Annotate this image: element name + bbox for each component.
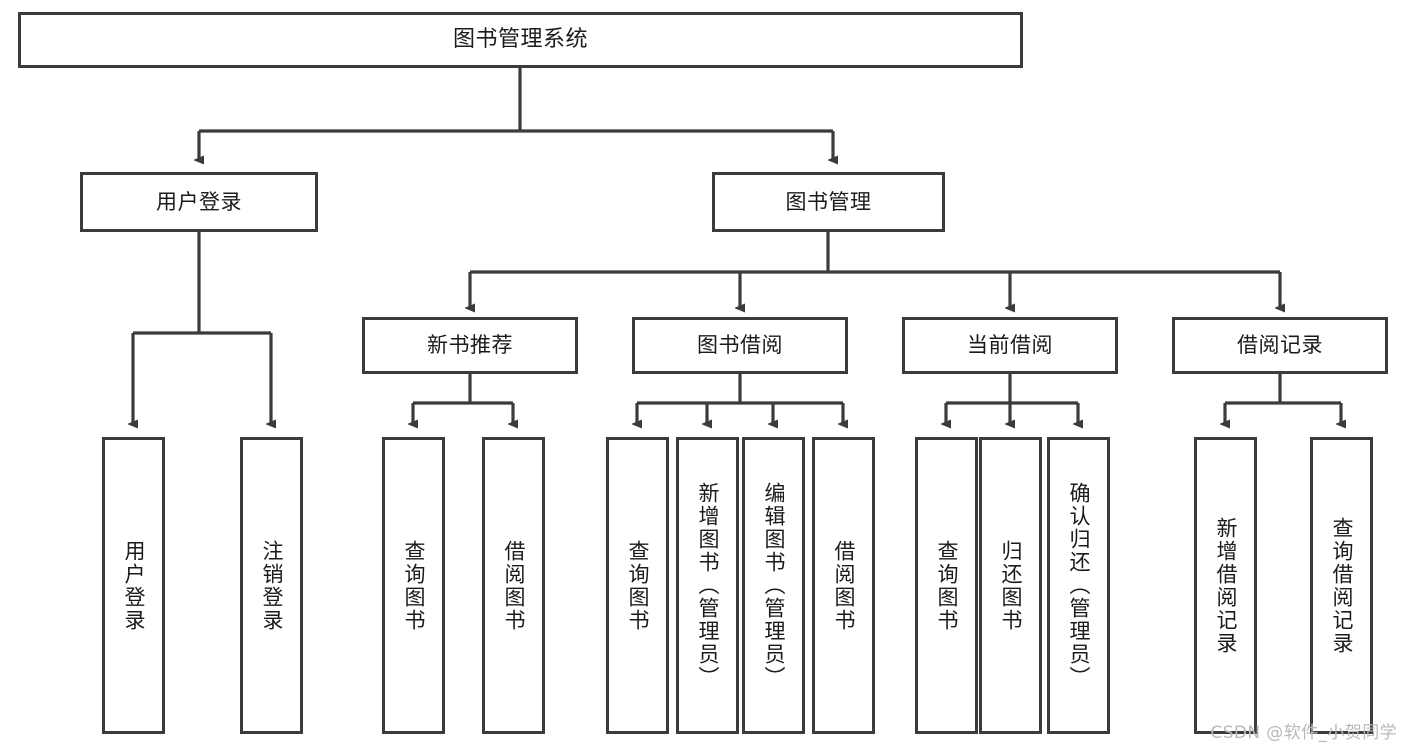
node-label: 编辑图书（管理员） <box>762 482 786 689</box>
node-label: 确认归还（管理员） <box>1067 482 1091 689</box>
node-borrow-record[interactable]: 借阅记录 <box>1172 317 1388 374</box>
node-label: 新书推荐 <box>427 333 513 358</box>
node-label: 归还图书 <box>999 539 1023 632</box>
node-label: 新增图书（管理员） <box>696 482 720 689</box>
leaf-book-borrow-query-book[interactable]: 查询图书 <box>606 437 669 734</box>
node-label: 用户登录 <box>122 539 146 632</box>
node-book-borrow[interactable]: 图书借阅 <box>632 317 848 374</box>
node-label: 借阅图书 <box>502 539 526 632</box>
node-label: 图书借阅 <box>697 333 783 358</box>
leaf-new-book-borrow-book[interactable]: 借阅图书 <box>482 437 545 734</box>
node-label: 图书管理 <box>785 189 872 214</box>
leaf-borrow-record-query-record[interactable]: 查询借阅记录 <box>1310 437 1373 734</box>
leaf-current-borrow-query-book[interactable]: 查询图书 <box>915 437 978 734</box>
leaf-book-borrow-add-book-admin[interactable]: 新增图书（管理员） <box>676 437 739 734</box>
leaf-user-login-login[interactable]: 用户登录 <box>102 437 165 734</box>
node-new-book-recommend[interactable]: 新书推荐 <box>362 317 578 374</box>
leaf-borrow-record-add-record[interactable]: 新增借阅记录 <box>1194 437 1257 734</box>
node-label: 新增借阅记录 <box>1214 516 1238 655</box>
node-label: 查询图书 <box>935 539 959 632</box>
node-label: 查询图书 <box>402 539 426 632</box>
node-label: 注销登录 <box>260 539 284 632</box>
leaf-book-borrow-borrow-book[interactable]: 借阅图书 <box>812 437 875 734</box>
node-label: 图书管理系统 <box>452 27 588 53</box>
node-user-login[interactable]: 用户登录 <box>80 172 318 232</box>
leaf-current-borrow-confirm-return-admin[interactable]: 确认归还（管理员） <box>1047 437 1110 734</box>
node-label: 查询借阅记录 <box>1330 516 1354 655</box>
node-label: 用户登录 <box>156 189 242 214</box>
leaf-new-book-query-book[interactable]: 查询图书 <box>382 437 445 734</box>
node-label: 当前借阅 <box>967 333 1053 358</box>
node-label: 查询图书 <box>626 539 650 632</box>
node-label: 借阅记录 <box>1237 333 1323 358</box>
node-root-book-management-system[interactable]: 图书管理系统 <box>18 12 1023 68</box>
node-current-borrow[interactable]: 当前借阅 <box>902 317 1118 374</box>
leaf-book-borrow-edit-book-admin[interactable]: 编辑图书（管理员） <box>742 437 805 734</box>
leaf-user-login-logout[interactable]: 注销登录 <box>240 437 303 734</box>
leaf-current-borrow-return-book[interactable]: 归还图书 <box>979 437 1042 734</box>
node-book-management[interactable]: 图书管理 <box>712 172 945 232</box>
node-label: 借阅图书 <box>832 539 856 632</box>
watermark: CSDN @软件_小贺同学 <box>1210 723 1397 743</box>
